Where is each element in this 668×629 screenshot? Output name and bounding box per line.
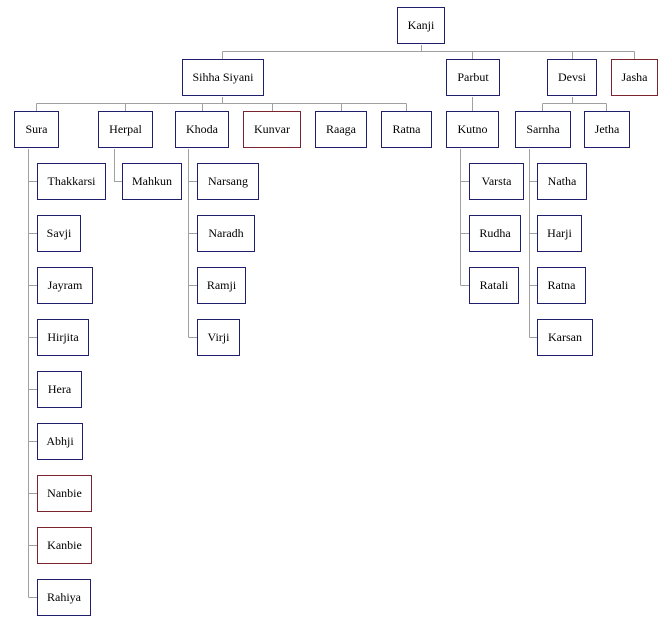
connector-herpal <box>114 149 122 182</box>
connector-sarnha <box>529 149 537 338</box>
node-parbut: Parbut <box>446 59 500 96</box>
node-jetha: Jetha <box>584 111 630 148</box>
node-kutno: Kutno <box>446 111 499 148</box>
connector-khoda <box>188 149 197 338</box>
connector-devsi <box>542 97 607 111</box>
connector-root <box>222 45 635 59</box>
node-nanbie: Nanbie <box>37 475 92 512</box>
node-abhji: Abhji <box>37 423 83 460</box>
node-hera: Hera <box>37 371 82 408</box>
node-natha: Natha <box>537 163 587 200</box>
node-naradh: Naradh <box>197 215 255 252</box>
node-kunvar: Kunvar <box>243 111 301 148</box>
node-khoda: Khoda <box>175 111 229 148</box>
node-ratna-sarnha: Ratna <box>537 267 586 304</box>
node-ratna: Ratna <box>381 111 432 148</box>
node-mahkun: Mahkun <box>122 163 182 200</box>
node-kanji: Kanji <box>397 7 445 44</box>
node-rudha: Rudha <box>469 215 521 252</box>
node-karsan: Karsan <box>537 319 593 356</box>
node-jasha: Jasha <box>611 59 658 96</box>
connector-sura <box>28 149 37 598</box>
node-devsi: Devsi <box>547 59 597 96</box>
connector-kutno <box>460 149 469 286</box>
node-sihha-siyani: Sihha Siyani <box>182 59 264 96</box>
node-sura: Sura <box>14 111 59 148</box>
node-raaga: Raaga <box>315 111 367 148</box>
node-kanbie: Kanbie <box>37 527 92 564</box>
node-jayram: Jayram <box>37 267 93 304</box>
node-ramji: Ramji <box>197 267 246 304</box>
node-sarnha: Sarnha <box>515 111 571 148</box>
node-rahiya: Rahiya <box>37 579 91 616</box>
node-thakkarsi: Thakkarsi <box>37 163 106 200</box>
node-narsang: Narsang <box>197 163 259 200</box>
node-hirjita: Hirjita <box>37 319 89 356</box>
connector-sihha-siyani <box>36 97 407 111</box>
node-virji: Virji <box>197 319 240 356</box>
node-ratali: Ratali <box>469 267 519 304</box>
node-varsta: Varsta <box>469 163 524 200</box>
node-harji: Harji <box>537 215 582 252</box>
node-savji: Savji <box>37 215 81 252</box>
node-herpal: Herpal <box>98 111 153 148</box>
